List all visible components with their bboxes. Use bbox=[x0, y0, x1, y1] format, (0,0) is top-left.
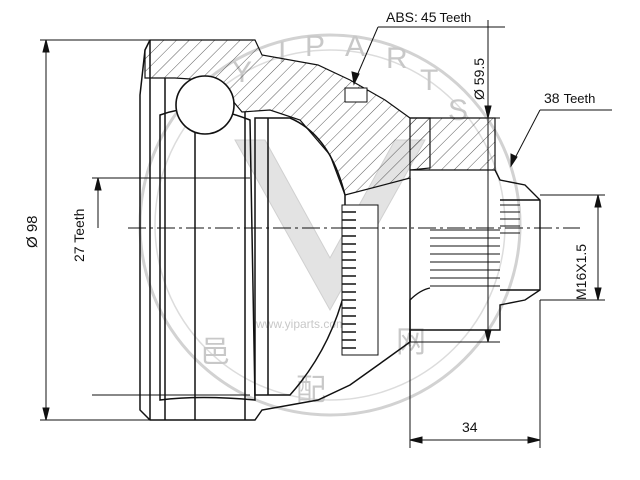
label-abs-name: ABS bbox=[386, 9, 414, 25]
leader-abs-diagonal bbox=[355, 26, 379, 79]
label-abs-value: 45 bbox=[421, 9, 437, 25]
ball bbox=[175, 75, 235, 135]
stub-outline bbox=[409, 169, 541, 342]
watermark-cjk-yi: 邑 bbox=[200, 336, 230, 369]
dim-thread-arrow-bottom bbox=[594, 287, 602, 301]
abs-ring bbox=[341, 87, 379, 356]
dimension-27-teeth bbox=[92, 177, 250, 396]
watermark-letter-r: R bbox=[386, 42, 408, 75]
abs-ring-body bbox=[341, 204, 379, 356]
stub-lower-taper bbox=[409, 287, 431, 342]
leader-abs-arrow bbox=[351, 71, 360, 86]
dim-98-arrow-top bbox=[42, 39, 50, 53]
label-diameter-98: Ø 98 bbox=[24, 215, 41, 248]
watermark-url: www.yiparts.com bbox=[255, 317, 346, 331]
dim-34-arrow-right bbox=[527, 436, 541, 444]
leader-38-teeth bbox=[510, 109, 612, 168]
housing-hatched-stub bbox=[409, 117, 496, 171]
dimension-length-34 bbox=[409, 300, 541, 448]
label-38-value: 38 bbox=[544, 90, 560, 106]
leader-38-arrow bbox=[510, 153, 518, 168]
stub-thread-flank bbox=[500, 204, 520, 234]
label-abs-colon: : bbox=[414, 9, 418, 25]
dim-59-arrow-top bbox=[484, 105, 492, 119]
abs-ring-top-tab bbox=[344, 87, 368, 103]
dim-98-arrow-bottom bbox=[42, 407, 50, 421]
stub-splines bbox=[430, 229, 500, 287]
label-thread: M16X1.5 bbox=[573, 244, 589, 300]
watermark-ring-inner bbox=[154, 49, 506, 401]
watermark-cjk-pei: 配 bbox=[296, 374, 326, 407]
watermark-letter-p: P bbox=[305, 30, 325, 63]
leader-38-diagonal bbox=[513, 109, 541, 161]
label-diameter-59-5: Ø 59.5 bbox=[471, 58, 487, 100]
ball-circle bbox=[175, 75, 235, 135]
watermark-letter-i: I bbox=[278, 36, 286, 69]
label-38-teeth: 38 Teeth bbox=[544, 90, 595, 106]
dim-27-arrow bbox=[94, 177, 102, 191]
dim-thread-arrow-top bbox=[594, 194, 602, 208]
dim-59-arrow-bottom bbox=[484, 329, 492, 343]
dim-34-arrow-left bbox=[409, 436, 423, 444]
label-38-unit: Teeth bbox=[564, 91, 596, 106]
label-length-34: 34 bbox=[462, 419, 478, 435]
leader-abs bbox=[351, 26, 505, 86]
dimension-diameter-98 bbox=[40, 39, 150, 421]
stub-shaft bbox=[409, 169, 541, 342]
dimension-diameter-59-5 bbox=[410, 20, 500, 343]
label-abs-unit: Teeth bbox=[439, 10, 471, 25]
watermark-letter-a: A bbox=[345, 30, 365, 63]
watermark-letter-t: T bbox=[420, 64, 438, 97]
dimension-thread bbox=[540, 194, 605, 301]
label-27-teeth: 27 Teeth bbox=[71, 209, 87, 262]
